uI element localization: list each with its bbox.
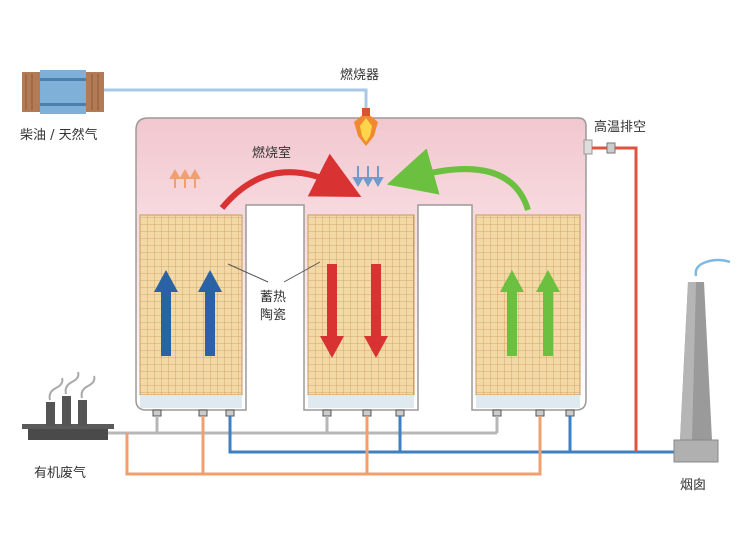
ceramic-label-line1: 蓄热 <box>260 290 287 305</box>
outlet-pipes <box>228 416 682 454</box>
plenum-left <box>140 395 242 408</box>
inlet-pipes <box>100 416 499 435</box>
burner-flame-icon <box>354 108 378 146</box>
ceramic-bed-middle <box>307 214 415 396</box>
purge-pipes <box>125 416 542 476</box>
high-temp-exhaust-label: 高温排空 <box>594 120 647 135</box>
organic-waste-gas-label: 有机废气 <box>34 466 87 481</box>
fuel-label: 柴油 / 天然气 <box>20 128 98 143</box>
flow-down-red-arrows <box>320 264 388 358</box>
small-up-arrows <box>169 168 201 188</box>
fuel-pipe <box>104 88 368 112</box>
burner-label: 燃烧器 <box>340 68 380 83</box>
curved-red-arrow <box>219 153 362 210</box>
plenum-middle <box>308 395 414 408</box>
valves <box>152 409 575 417</box>
flow-up-green-arrows <box>500 270 560 356</box>
ceramic-leader-lines <box>227 261 321 283</box>
ceramic-label-line2: 陶瓷 <box>260 308 287 323</box>
ceramic-bed-left <box>139 214 243 396</box>
flow-up-blue-arrows <box>154 270 222 356</box>
chimney-icon <box>673 258 731 463</box>
combustion-chamber-label: 燃烧室 <box>252 146 292 161</box>
plenum-right <box>476 395 580 408</box>
high-temp-exhaust-pipe <box>583 139 638 452</box>
factory-icon <box>22 371 114 440</box>
small-down-arrows <box>352 166 384 188</box>
fuel-tank <box>22 70 104 114</box>
curved-green-arrow <box>386 148 531 211</box>
ceramic-bed-right <box>475 214 581 396</box>
chimney-label: 烟囱 <box>680 478 707 493</box>
